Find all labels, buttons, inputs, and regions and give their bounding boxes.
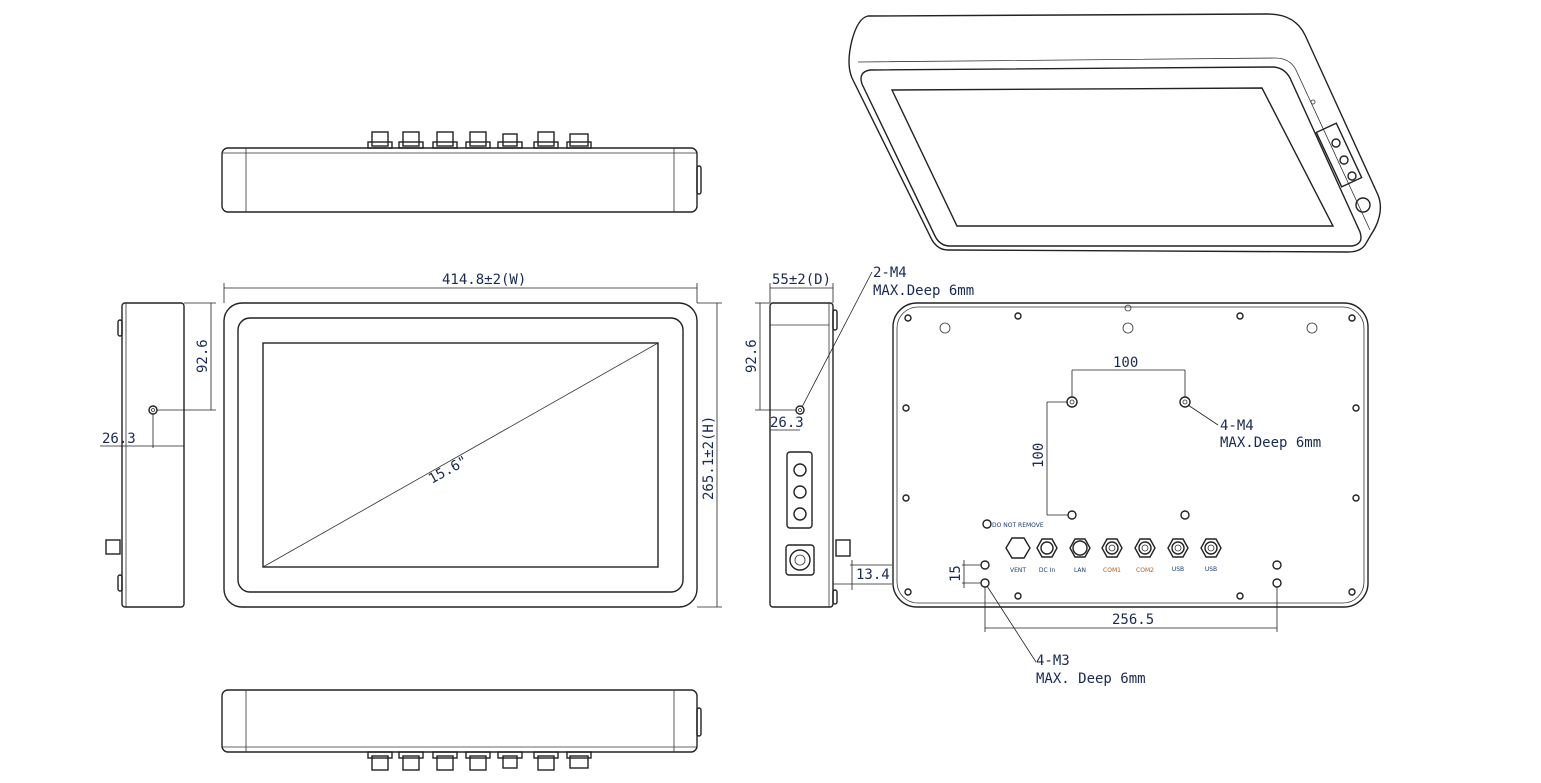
- left-side-view: 92.6 26.3: [100, 302, 216, 608]
- connector-icons: [1036, 538, 1222, 558]
- left-vertical-dimension: 92.6: [195, 339, 211, 373]
- right-side-view: 55±2(D) 92.6 26.3 2-M4 MAX.Deep 6mm 13.4: [744, 265, 974, 608]
- vesa-holes-callout-title: 4-M4: [1220, 418, 1254, 434]
- connector-label: DC In: [1039, 567, 1055, 574]
- connector-offset-dimension: 13.4: [856, 567, 890, 583]
- side-holes-callout-detail: MAX.Deep 6mm: [873, 283, 974, 299]
- top-view: [221, 131, 702, 213]
- vesa-vertical-dimension: 100: [1031, 443, 1047, 468]
- connector-label: COM1: [1103, 567, 1121, 574]
- do-not-remove-label: DO NOT REMOVE: [992, 522, 1044, 529]
- m3-horizontal-dimension: 256.5: [1112, 612, 1154, 628]
- left-horizontal-dimension: 26.3: [102, 431, 136, 447]
- power-button-icon: [789, 549, 811, 571]
- bottom-connectors: [367, 751, 592, 771]
- vent-icon: [1005, 537, 1031, 559]
- connector-label: USB: [1172, 566, 1184, 573]
- button-panel: [786, 451, 813, 529]
- vesa-holes: [1066, 396, 1191, 520]
- connector-label: VENT: [1010, 567, 1026, 574]
- diagonal-label: 15.6": [426, 453, 471, 487]
- m3-vertical-dimension: 15: [948, 565, 964, 582]
- connector-label: LAN: [1074, 567, 1086, 574]
- depth-dimension: 55±2(D): [772, 272, 831, 288]
- height-dimension: 265.1±2(H): [701, 416, 717, 500]
- vesa-horizontal-dimension: 100: [1113, 355, 1138, 371]
- m3-holes-callout-detail: MAX. Deep 6mm: [1036, 671, 1146, 687]
- connector-label: USB: [1205, 566, 1217, 573]
- front-view: 15.6" 414.8±2(W) 265.1±2(H): [223, 272, 722, 608]
- width-dimension: 414.8±2(W): [442, 272, 526, 288]
- rear-view: 100 100 4-M4 MAX.Deep 6mm DO NOT REMOVE …: [892, 302, 1369, 687]
- right-horizontal-dimension: 26.3: [770, 415, 804, 431]
- right-vertical-dimension: 92.6: [744, 339, 760, 373]
- perimeter-screws: [902, 304, 1360, 600]
- m3-holes-callout-title: 4-M3: [1036, 653, 1070, 669]
- connector-label: COM2: [1136, 567, 1154, 574]
- top-connectors: [367, 131, 592, 149]
- perspective-view: [848, 13, 1382, 253]
- m3-holes: [980, 560, 1282, 588]
- side-holes-callout-title: 2-M4: [873, 265, 907, 281]
- vesa-holes-callout-detail: MAX.Deep 6mm: [1220, 435, 1321, 451]
- bottom-view: [221, 689, 702, 771]
